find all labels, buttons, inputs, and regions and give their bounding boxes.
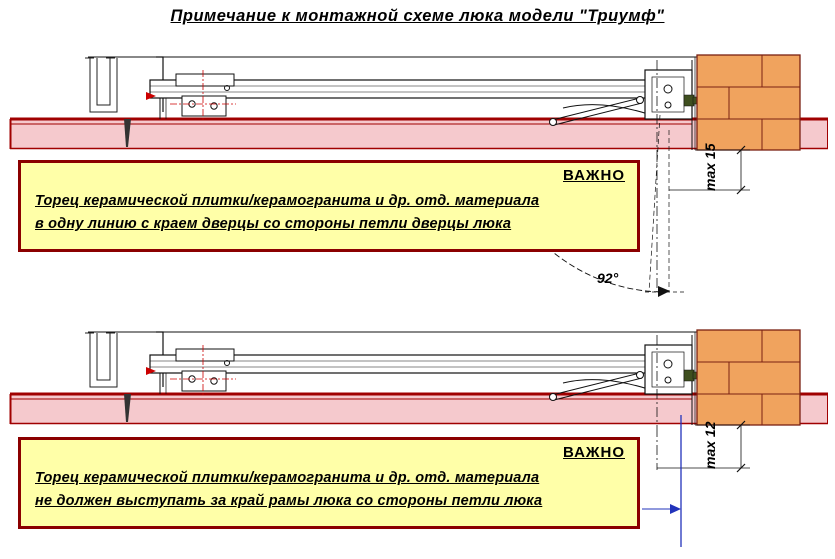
important-label-1: ВАЖНО xyxy=(563,167,625,184)
dimension-max15-lines xyxy=(669,145,750,195)
section2-hatch-drawing xyxy=(8,328,830,429)
note1-line1: Торец керамической плитки/керамогранита … xyxy=(35,193,540,209)
dimension-max15-label: max 15 xyxy=(702,143,718,191)
note-box-1: ВАЖНО Торец керамической плитки/керамогр… xyxy=(18,160,640,252)
note-box-2: ВАЖНО Торец керамической плитки/керамогр… xyxy=(18,437,640,529)
note2-line2: не должен выступать за край рамы люка со… xyxy=(35,493,543,509)
dimension-max12-label: max 12 xyxy=(702,421,718,469)
section1-hatch-drawing xyxy=(8,53,830,154)
dimension-max12-lines xyxy=(656,420,750,473)
important-label-2: ВАЖНО xyxy=(563,444,625,461)
door-swing-arc xyxy=(547,247,661,293)
flush-edge-guide xyxy=(642,415,682,547)
note1-line2: в одну линию с краем дверцы со стороны п… xyxy=(35,216,512,232)
section1-swing-annotation xyxy=(547,114,686,297)
door-opening-angle-label: 92° xyxy=(597,270,619,286)
page-title: Примечание к монтажной схеме люка модели… xyxy=(170,7,665,25)
note2-line1: Торец керамической плитки/керамогранита … xyxy=(35,470,540,486)
